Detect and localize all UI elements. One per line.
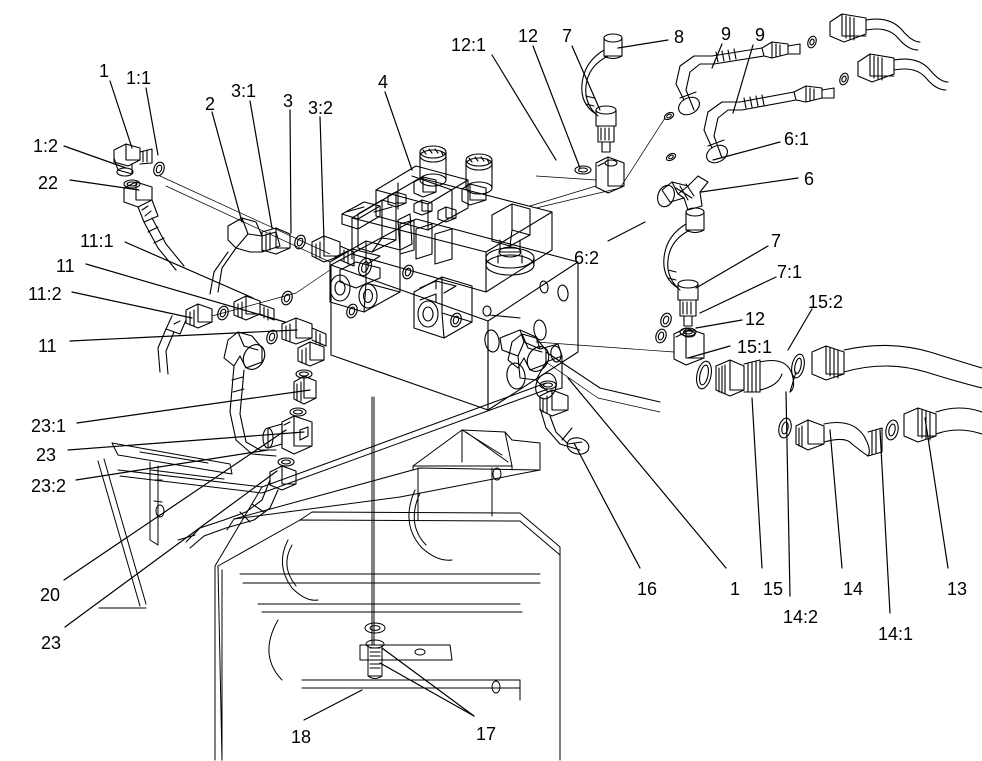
callout-label-6-2: 6:2 — [574, 248, 600, 268]
callout-label-1-1: 1:1 — [126, 68, 152, 88]
callout-label-14-2: 14:2 — [783, 607, 819, 627]
callout-label-7-a: 7 — [562, 26, 573, 46]
assembly-11 — [157, 269, 331, 457]
assembly-23 — [185, 341, 325, 549]
assembly-14-13 — [778, 407, 982, 457]
callout-label-11-1: 11:1 — [80, 231, 114, 251]
callout-label-12-a: 12 — [518, 26, 539, 46]
assembly-7-lower — [535, 207, 705, 366]
callout-label-23-b: 23 — [41, 633, 62, 653]
assembly-1-16-lower — [507, 333, 661, 455]
callout-label-6: 6 — [804, 169, 815, 189]
callout-label-22: 22 — [38, 173, 59, 193]
callout-label-11-b: 11 — [38, 336, 57, 356]
callout-label-9-a: 9 — [721, 24, 732, 44]
callout-label-7-b: 7 — [771, 231, 782, 251]
valve-bank-body — [329, 145, 579, 411]
callout-label-1-b: 1 — [730, 579, 741, 599]
callout-label-3-1: 3:1 — [231, 81, 257, 101]
assembly-7-8-12 — [529, 33, 625, 207]
callout-label-15-2: 15:2 — [808, 292, 844, 312]
callout-label-9-b: 9 — [755, 25, 766, 45]
callout-label-23-1: 23:1 — [31, 416, 67, 436]
callout-label-1-2: 1:2 — [33, 136, 59, 156]
callout-label-15-1: 15:1 — [737, 337, 773, 357]
assembly-left-top — [113, 143, 331, 271]
callout-label-1: 1 — [99, 61, 110, 81]
callout-label-20: 20 — [40, 585, 61, 605]
callout-label-13: 13 — [947, 579, 968, 599]
chassis-outline — [97, 382, 561, 761]
assembly-9-6 — [535, 13, 949, 211]
callout-label-12-b: 12 — [745, 309, 766, 329]
callout-label-2: 2 — [205, 94, 216, 114]
callout-label-3: 3 — [283, 91, 294, 111]
callout-label-23-2: 23:2 — [31, 476, 67, 496]
callout-label-11-2: 11:2 — [28, 284, 62, 304]
callout-label-8: 8 — [674, 27, 685, 47]
callout-label-23-a: 23 — [36, 445, 57, 465]
callout-label-16: 16 — [637, 579, 658, 599]
callout-label-12-1: 12:1 — [451, 35, 487, 55]
callout-label-4: 4 — [378, 72, 389, 92]
callout-label-3-2: 3:2 — [308, 98, 334, 118]
callout-label-14-1: 14:1 — [878, 624, 914, 644]
callout-label-14: 14 — [843, 579, 864, 599]
callout-label-11-a: 11 — [56, 256, 75, 276]
assembly-15 — [696, 344, 982, 397]
callout-leader-lines — [63, 39, 949, 721]
callout-label-15: 15 — [763, 579, 784, 599]
assembly-fittings-2-3 — [209, 217, 372, 295]
callout-label-18: 18 — [291, 727, 312, 747]
callout-label-17: 17 — [476, 724, 497, 744]
callout-label-7-1: 7:1 — [777, 262, 803, 282]
callout-label-6-1: 6:1 — [784, 129, 810, 149]
loose-o-rings — [346, 264, 672, 328]
